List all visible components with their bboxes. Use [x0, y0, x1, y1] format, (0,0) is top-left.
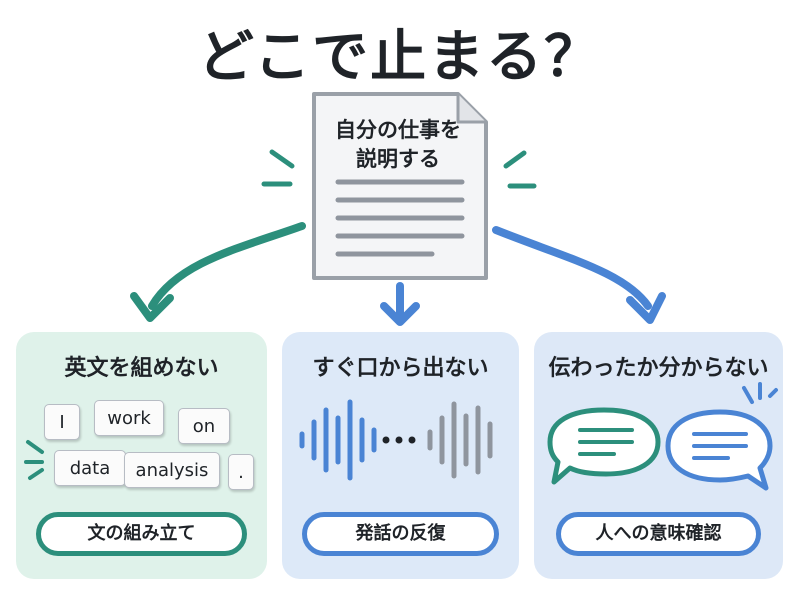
- arrow-icon-left: [130, 222, 306, 322]
- arrow-icon-center: [380, 282, 420, 326]
- speech-bubble-icons: [547, 382, 778, 491]
- word-card: data: [54, 450, 126, 486]
- spark-icon-left: [261, 149, 295, 187]
- document-label: 自分の仕事を 説明する: [335, 118, 461, 171]
- spark-icon: [24, 440, 44, 480]
- pill-label: 人への意味確認: [556, 512, 761, 556]
- spark-icon: [742, 382, 778, 404]
- speech-bubble-icon-left: [547, 407, 661, 485]
- panel-title: 英文を組めない: [64, 356, 219, 381]
- word-card: analysis: [124, 452, 220, 488]
- spark-icon-right: [503, 150, 537, 189]
- sound-wave-icon: [299, 399, 493, 481]
- word-card: .: [228, 454, 254, 490]
- word-card: work: [94, 400, 164, 436]
- pill-label: 文の組み立て: [36, 512, 247, 556]
- panel-speak: すぐ口から出ない 発話の反復: [282, 332, 519, 579]
- ellipsis-icon: [382, 436, 416, 444]
- pill-label: 発話の反復: [302, 512, 499, 556]
- panel-title: 伝わったか分からない: [548, 356, 769, 381]
- word-card: I: [44, 404, 80, 440]
- arrow-icon-right: [492, 226, 666, 324]
- word-card: on: [178, 408, 230, 444]
- panel-title: すぐ口から出ない: [312, 356, 489, 381]
- panel-compose: 英文を組めない I work on data analysis . 文の組み立て: [16, 332, 267, 579]
- speech-bubble-icon-right: [665, 409, 773, 491]
- page-title: どこで止まる？: [197, 25, 603, 90]
- panel-understood: 伝わったか分からない 人への意味確認: [534, 332, 783, 579]
- document-icon: [312, 92, 488, 280]
